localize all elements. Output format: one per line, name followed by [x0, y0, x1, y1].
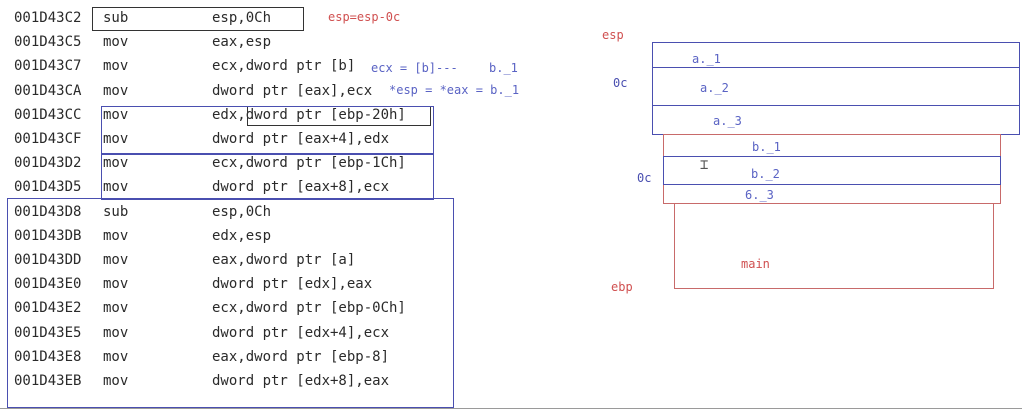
code-mnemonic: mov — [103, 179, 129, 196]
highlight-box-a-copy-block — [7, 198, 454, 408]
ebp-label: ebp — [611, 280, 633, 294]
code-operands: ecx,dword ptr [ebp-1Ch] — [212, 155, 406, 172]
code-operands: eax,esp — [212, 34, 272, 51]
stack-cell-a2: a._2 — [700, 81, 729, 95]
code-mnemonic: mov — [103, 300, 129, 317]
stack-cell-main: main — [741, 257, 770, 271]
code-address: 001D43C2 — [14, 10, 82, 26]
code-operands: dword ptr [edx+8],eax — [212, 373, 390, 389]
code-operands: dword ptr [edx+4],ecx — [212, 324, 390, 341]
code-mnemonic: sub — [103, 10, 129, 26]
code-operands: ecx,dword ptr [b] — [212, 58, 356, 75]
code-address: 001D43DD — [14, 252, 82, 268]
code-line[interactable]: 001D43C2 sub esp,0Ch — [0, 10, 470, 34]
code-mnemonic: mov — [103, 324, 129, 341]
stack-cell-b1: b._1 — [752, 140, 781, 154]
stack-cell-b3: 6._3 — [745, 188, 774, 202]
code-mnemonic: sub — [103, 203, 129, 220]
code-address: 001D43CC — [14, 106, 82, 123]
offset-label-upper: 0c — [613, 76, 628, 90]
esp-label: esp — [602, 28, 624, 42]
code-address: 001D43EB — [14, 373, 82, 389]
esp-eax-annotation: *esp = *eax = b._1 — [389, 83, 520, 97]
code-line[interactable]: 001D43CC mov edx,dword ptr [ebp-20h] — [0, 107, 470, 131]
code-operands: dword ptr [eax+4],edx — [212, 131, 390, 147]
code-mnemonic: mov — [103, 252, 129, 268]
code-line[interactable]: 001D43C5 mov eax,esp — [0, 34, 470, 58]
esp-annotation: esp=esp-0c — [328, 10, 401, 24]
highlight-box-sub-esp — [92, 7, 304, 31]
code-operands: eax,dword ptr [ebp-8] — [212, 348, 390, 365]
code-address: 001D43C5 — [14, 34, 82, 51]
stack-cell-b2: b._2 — [751, 167, 780, 181]
code-operands: eax,dword ptr [a] — [212, 252, 356, 268]
code-mnemonic: mov — [103, 348, 129, 365]
code-address: 001D43D5 — [14, 179, 82, 196]
code-operands: dword ptr [eax],ecx — [212, 82, 373, 99]
code-line[interactable]: 001D43E0 mov dword ptr [edx],eax — [0, 276, 470, 300]
code-line[interactable]: 001D43DD mov eax,dword ptr [a] — [0, 252, 470, 276]
code-mnemonic: mov — [103, 82, 129, 99]
stack-cell-b-separator — [663, 156, 1001, 185]
code-line[interactable]: 001D43E5 mov dword ptr [edx+4],ecx — [0, 325, 470, 349]
text-cursor-icon: ⌶ — [700, 157, 709, 173]
code-line[interactable]: 001D43D5 mov dword ptr [eax+8],ecx — [0, 179, 470, 203]
offset-label-lower: 0c — [637, 171, 652, 185]
code-address: 001D43E5 — [14, 324, 82, 341]
code-operands: edx,esp — [212, 227, 272, 244]
code-address: 001D43D2 — [14, 155, 82, 172]
code-address: 001D43CA — [14, 82, 82, 99]
code-mnemonic: mov — [103, 373, 129, 389]
highlight-box-edx-pair — [101, 106, 434, 154]
ecx-annotation-target: b._1 — [489, 61, 518, 75]
code-operands: dword ptr [eax+8],ecx — [212, 179, 390, 196]
code-line[interactable]: 001D43DB mov edx,esp — [0, 228, 470, 252]
code-operands: esp,0Ch — [212, 203, 272, 220]
code-line[interactable]: 001D43D2 mov ecx,dword ptr [ebp-1Ch] — [0, 155, 470, 179]
ecx-annotation: ecx = [b]--- — [371, 61, 458, 75]
code-address: 001D43CF — [14, 131, 82, 147]
code-mnemonic: mov — [103, 131, 129, 147]
code-operands: edx,dword ptr [ebp-20h] — [212, 106, 406, 123]
stack-cell-a3: a._3 — [713, 114, 742, 128]
stack-frame-main — [674, 203, 994, 289]
code-operands: dword ptr [edx],eax — [212, 276, 373, 293]
code-address: 001D43D8 — [14, 203, 82, 220]
code-line[interactable]: 001D43C7 mov ecx,dword ptr [b] — [0, 58, 470, 82]
code-mnemonic: mov — [103, 155, 129, 172]
code-operands: esp,0Ch — [212, 10, 272, 26]
stack-cell-a1: a._1 — [692, 52, 721, 66]
code-mnemonic: mov — [103, 276, 129, 293]
code-mnemonic: mov — [103, 227, 129, 244]
code-address: 001D43E2 — [14, 300, 82, 317]
code-address: 001D43E8 — [14, 348, 82, 365]
stack-cell-a-separator — [652, 67, 1020, 106]
code-address: 001D43C7 — [14, 58, 82, 75]
code-line[interactable]: 001D43EB mov dword ptr [edx+8],eax — [0, 373, 470, 397]
code-line[interactable]: 001D43CF mov dword ptr [eax+4],edx — [0, 131, 470, 155]
code-operands: ecx,dword ptr [ebp-0Ch] — [212, 300, 406, 317]
code-address: 001D43DB — [14, 227, 82, 244]
code-mnemonic: mov — [103, 58, 129, 75]
code-line[interactable]: 001D43CA mov dword ptr [eax],ecx — [0, 83, 470, 107]
code-mnemonic: mov — [103, 34, 129, 51]
code-address: 001D43E0 — [14, 276, 82, 293]
code-line[interactable]: 001D43E2 mov ecx,dword ptr [ebp-0Ch] — [0, 300, 470, 324]
code-line[interactable]: 001D43E8 mov eax,dword ptr [ebp-8] — [0, 349, 470, 373]
code-line[interactable]: 001D43D8 sub esp,0Ch — [0, 204, 470, 228]
highlight-box-ecx-pair — [101, 154, 434, 200]
bottom-divider — [0, 408, 1022, 409]
code-mnemonic: mov — [103, 106, 129, 123]
